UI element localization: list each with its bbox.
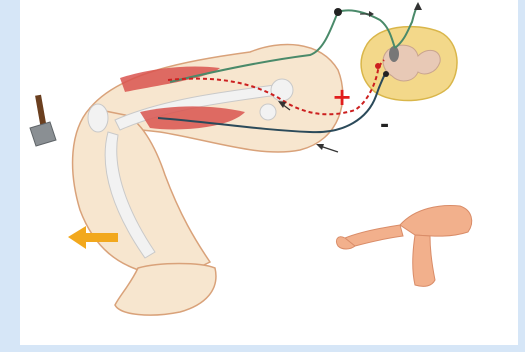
- small-leg-icon: [336, 206, 471, 287]
- reflex-arc-illustration: + -: [20, 0, 518, 345]
- sensory-ganglion: [334, 8, 342, 16]
- spinal-cord-section-icon: [361, 27, 457, 101]
- patella: [88, 104, 108, 132]
- interneuron: [389, 46, 399, 62]
- reflex-hammer-icon: [30, 95, 56, 146]
- reflex-arc-diagram: + -: [20, 0, 518, 345]
- inhibitory-sign: -: [380, 113, 389, 138]
- large-leg: [73, 45, 343, 316]
- pelvis-bone: [260, 104, 276, 120]
- hip-joint: [271, 79, 293, 101]
- foot: [115, 264, 216, 316]
- excitatory-sign: +: [332, 83, 352, 111]
